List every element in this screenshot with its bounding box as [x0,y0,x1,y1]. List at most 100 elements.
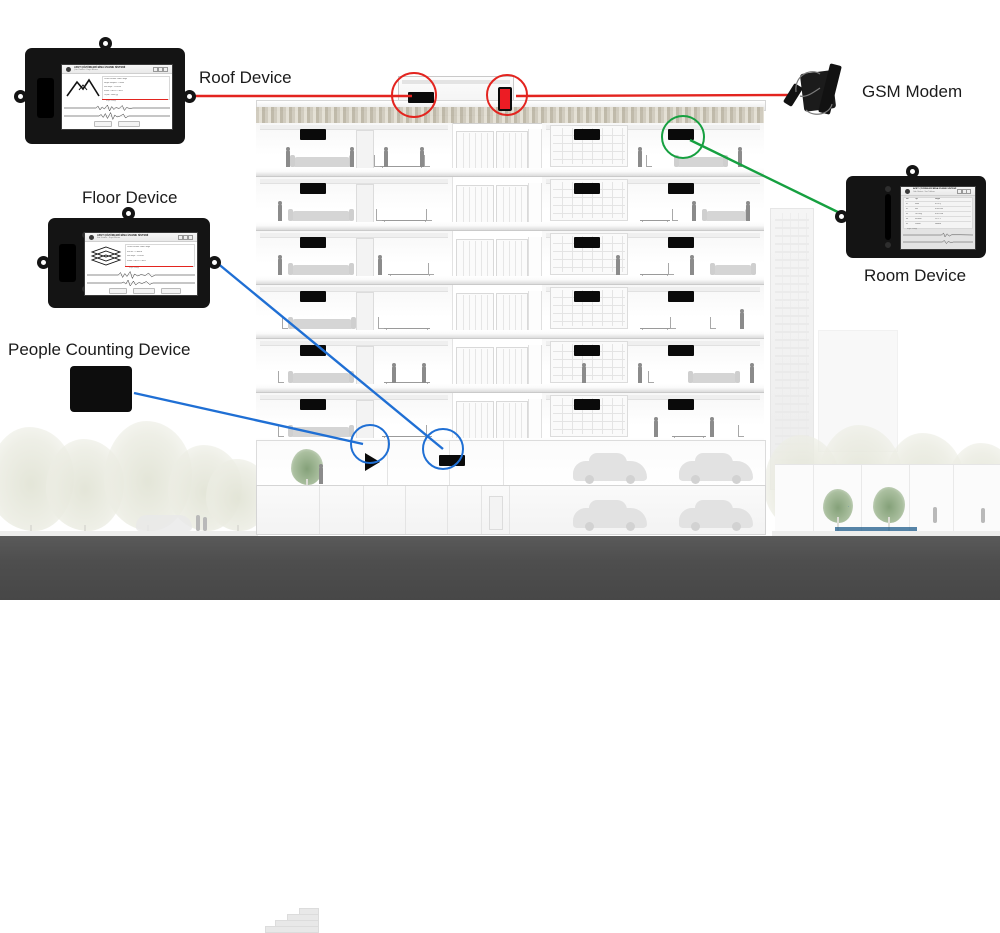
floor-device-app: AFET ÇÖZÜMLERİ BİNA İZLEME SİSTEMİ Kat Ü… [85,233,197,295]
roof-app-waveform-ch2 [64,111,170,121]
floor-app-titlebar [85,233,197,242]
roof-app-divider [102,99,168,100]
floor-device[interactable]: AFET ÇÖZÜMLERİ BİNA İZLEME SİSTEMİ Kat Ü… [37,207,221,308]
floor-sensor-f4-left[interactable] [300,237,326,248]
room-table-row: 01 İvme 0.012 g [905,203,971,207]
table-icon: No Tip Değer 01 İvme 0.012 g 02 Hız 0.00… [903,197,973,229]
floor-device-port-right[interactable] [208,256,221,269]
floor-app-close-button[interactable] [188,235,193,240]
people-counting-device[interactable] [70,366,132,412]
floor-app-divider [125,266,193,267]
gsm-modem[interactable] [782,62,852,122]
floor-device-label: Floor Device [82,188,178,207]
room-app-waveform-ch1 [903,231,973,239]
floor-sensor-f1-right[interactable] [668,399,694,410]
ground-asphalt [0,536,1000,600]
floor-sensor-f2-mid[interactable] [574,345,600,356]
roof-app-maximize-button[interactable] [158,67,163,72]
plaza-water-feature [835,527,917,531]
floor-app-title: AFET ÇÖZÜMLERİ BİNA İZLEME SİSTEMİ [97,234,149,237]
gsm-modem-label: GSM Modem [862,82,963,101]
highlight-room-sensor [661,115,705,159]
room-device[interactable]: AFET ÇÖZÜMLERİ BİNA İZLEME SİSTEMİ Oda Ü… [835,165,986,258]
building-floor-3 [256,285,764,339]
floor-app-stop-button[interactable] [133,287,155,294]
floor-info-line-1: Cihaz Durumu : Aktif / Bağlı [127,246,151,248]
highlight-lobby-floor-sensor [422,428,464,470]
floor-app-subtitle: Kat Ünitesi - Kayıt Ekranı [97,237,121,240]
floor-app-maximize-button[interactable] [183,235,188,240]
roof-info-line-4: Kanal : CH-01 / CH-02 [104,90,123,92]
floor-sensor-f1-mid[interactable] [574,399,600,410]
background-tower-tall [770,208,814,490]
room-device-port-left[interactable] [835,210,848,223]
roof-app-start-button[interactable] [94,121,112,127]
people-counting-device-label: People Counting Device [8,340,191,359]
roof-device-port-right[interactable] [183,90,196,103]
floor-app-info-panel: Cihaz Durumu : Aktif / Bağlı Kat No : 3 … [125,244,195,267]
floor-sensor-f6-mid[interactable] [574,129,600,140]
background-car-left [136,515,192,531]
roof-device[interactable]: AFET ÇÖZÜMLERİ BİNA İZLEME SİSTEMİ Çatı … [14,37,196,144]
floor-sensor-f2-left[interactable] [300,345,326,356]
garage-stair [265,904,319,933]
floor-sensor-f1-left[interactable] [300,399,326,410]
building-floor-2 [256,339,764,393]
roof-info-line-1: Cihaz Durumu : Aktif / Bağlı [104,78,128,80]
roof-app-titlebar [62,65,172,74]
roof-info-line-5: Ölçüm : İvme (g) [104,94,118,96]
floor-sensor-f4-right[interactable] [668,237,694,248]
roof-device-label: Roof Device [199,68,292,87]
sidewalk-left [0,531,258,540]
background-pedestrian-left-a [196,515,200,531]
floor-info-line-2: Kat No : 3 / Blok A [127,250,143,253]
room-device-screen[interactable]: AFET ÇÖZÜMLERİ BİNA İZLEME SİSTEMİ Oda Ü… [900,186,976,250]
floor-info-line-4: Kanal : CH-01 / CH-02 [127,259,146,262]
background-tower-short [818,330,898,452]
floor-device-screen[interactable]: AFET ÇÖZÜMLERİ BİNA İZLEME SİSTEMİ Kat Ü… [84,232,198,296]
floor-sensor-f5-left[interactable] [300,183,326,194]
roof-app-minimize-button[interactable] [153,67,158,72]
room-table-row: 04 Sıcaklık 22.4 °C [905,218,971,222]
floor-app-minimize-button[interactable] [178,235,183,240]
room-app-titlebar [901,187,975,196]
roof-app-subtitle: Çatı Ünitesi - Kayıt Ekranı [74,69,98,72]
building-garage-level [256,485,766,933]
floor-app-start-button[interactable] [109,287,127,294]
room-table-col-3: Değer [935,198,941,201]
room-app-close-button[interactable] [966,189,971,194]
roof-info-line-2: Sinyal Seviyesi : Yüksek [104,82,125,84]
floor-app-save-button[interactable] [161,287,181,294]
floor-sensor-f5-right[interactable] [668,183,694,194]
diagram-canvas: . [0,37,1000,933]
room-table-row: 02 Hız 0.004 m/s [905,208,971,212]
roof-app-title: AFET ÇÖZÜMLERİ BİNA İZLEME SİSTEMİ [74,66,126,69]
floor-sensor-f3-left[interactable] [300,291,326,302]
floor-sensor-f2-right[interactable] [668,345,694,356]
roof-app-logo-icon [66,66,71,72]
floor-sensor-f3-mid[interactable] [574,291,600,302]
roof-device-screen[interactable]: AFET ÇÖZÜMLERİ BİNA İZLEME SİSTEMİ Çatı … [61,64,173,130]
roof-app-section-title: Kayıt Grafiği [106,99,116,102]
floor-info-line-3: Son Kayıt : 12:04:41 [127,255,145,257]
floor-sensor-f6-left[interactable] [300,129,326,140]
floor-sensor-f4-mid[interactable] [574,237,600,248]
room-device-mount-top [906,165,919,178]
floor-sensor-f5-mid[interactable] [574,183,600,194]
roof-info-line-3: Son Kayıt : 12:04:38 [104,86,122,88]
roof-device-mount-top [99,37,112,50]
highlight-roof-sensor-left [391,72,437,118]
room-app-subtitle: Oda Ünitesi - Veri Tablosu [913,191,935,194]
room-device-slot [885,194,891,240]
room-app-title: AFET ÇÖZÜMLERİ BİNA İZLEME SİSTEMİ [913,188,957,190]
highlight-roof-sensor-right [486,74,528,116]
roof-app-close-button[interactable] [163,67,168,72]
room-device-label: Room Device [864,266,967,285]
room-device-app: AFET ÇÖZÜMLERİ BİNA İZLEME SİSTEMİ Oda Ü… [901,187,975,249]
floor-sensor-f3-right[interactable] [668,291,694,302]
floor-device-slot [59,244,76,282]
layer-stack-icon [90,246,122,266]
roof-device-port-left [14,90,27,103]
floor-device-port-left [37,256,50,269]
roof-app-stop-button[interactable] [118,121,140,127]
